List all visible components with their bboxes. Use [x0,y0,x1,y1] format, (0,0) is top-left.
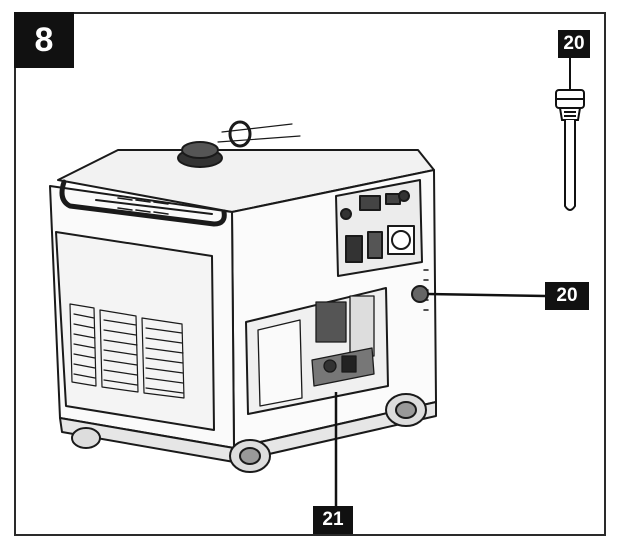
callout-oil-dipstick: 20 [545,282,589,310]
generator-top [57,149,435,213]
leader-line-20 [427,292,546,298]
dipstick-detail [555,58,585,211]
wheels [71,393,427,473]
callout-drain: 21 [313,506,353,534]
callout-dipstick-detail: 20 [558,30,590,58]
front-panel [55,231,215,431]
figure-number-badge: 8 [14,12,74,68]
oil-dipstick-port [411,285,429,303]
